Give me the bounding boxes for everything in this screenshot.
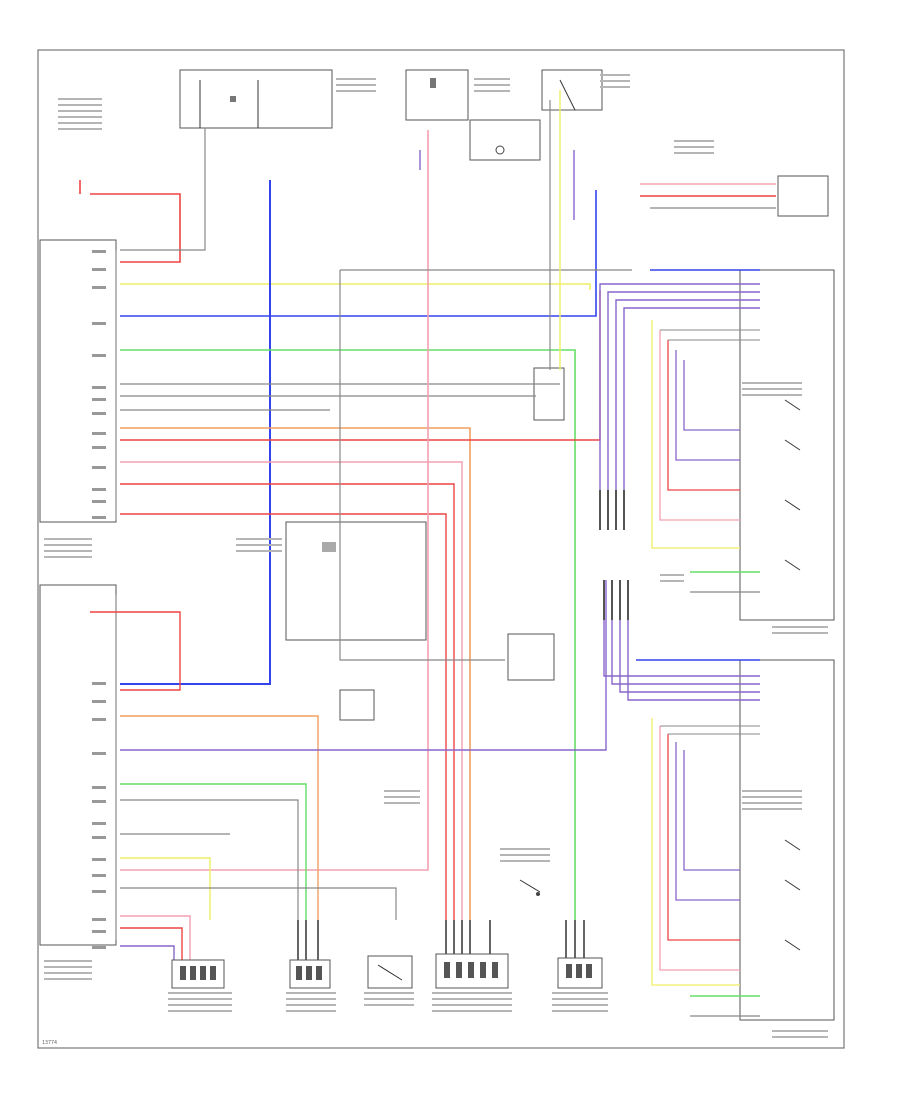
bottom-connector-drops <box>297 920 585 960</box>
wire-orange-1 <box>120 427 471 920</box>
diagram-border <box>37 49 845 1049</box>
center-relay-small <box>533 367 565 421</box>
bottom-connector-4 <box>435 953 509 989</box>
wire-green-4 <box>120 783 307 920</box>
top-relay-right <box>541 69 603 111</box>
wire-violet-2 <box>120 580 607 751</box>
bottom-connector-1 <box>171 959 225 989</box>
top-fuse-block <box>179 69 333 129</box>
wire-gray-13 <box>120 887 397 920</box>
wire-bundle-switch-lower <box>651 718 760 986</box>
wire-gray-5 <box>339 270 505 661</box>
wire-pink-2 <box>120 130 429 871</box>
wire-yellow-1 <box>120 283 591 290</box>
wire-gray-1 <box>120 128 206 251</box>
bottom-connector-5 <box>557 957 603 989</box>
wire-red-1 <box>90 193 181 263</box>
center-sensor-box <box>285 521 427 641</box>
top-relay-center <box>405 69 541 161</box>
wire-bundle-switch-upper <box>651 320 760 549</box>
wire-red-6 <box>90 611 181 691</box>
wire-gray-11 <box>120 799 299 920</box>
wire-red-7 <box>120 927 183 960</box>
wire-red-4 <box>120 513 447 920</box>
wire-green-1 <box>120 349 576 920</box>
center-switch-mid <box>507 633 555 681</box>
right-top-small-box <box>777 175 829 217</box>
wire-pink-4 <box>120 915 191 960</box>
left-seat-ecu-lower <box>39 584 117 946</box>
center-sensor-small <box>339 689 375 721</box>
footer-code: 13774 <box>42 1040 57 1046</box>
driver-seat-switch <box>739 269 835 621</box>
wire-pink-1 <box>120 461 463 920</box>
wire-yellow-3 <box>120 857 211 920</box>
small-switch-lower-center <box>519 879 541 896</box>
wire-blue-1 <box>120 190 597 317</box>
wire-blue-2 <box>120 180 271 685</box>
wire-bundle-upper <box>599 269 760 520</box>
passenger-seat-switch <box>739 659 835 1021</box>
left-ecu2-pin-labels <box>92 682 106 949</box>
wire-violet-3 <box>120 945 175 960</box>
bottom-connector-2 <box>289 959 331 989</box>
wire-red-2 <box>120 290 601 441</box>
left-ecu-pin-labels <box>92 250 106 519</box>
left-seat-ecu-upper <box>39 239 117 523</box>
unreadable-label-marks <box>44 74 828 1038</box>
bottom-switch-3 <box>367 955 413 989</box>
wire-orange-2 <box>120 715 319 920</box>
wire-red-3 <box>120 483 455 920</box>
wire-bundle-center-vertical <box>599 490 629 620</box>
